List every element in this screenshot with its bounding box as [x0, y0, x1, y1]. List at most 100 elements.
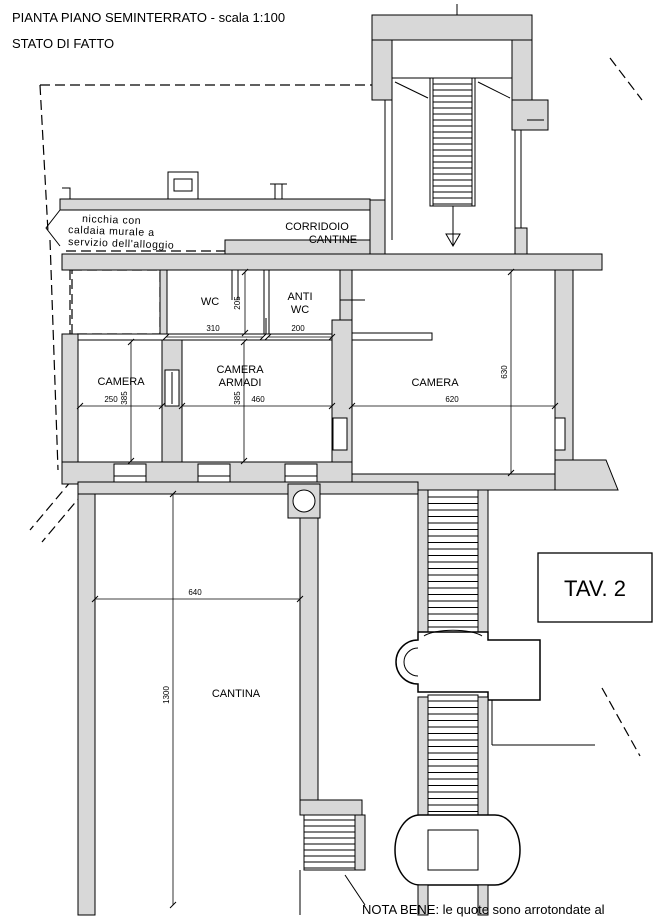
dimension-tick	[158, 402, 166, 410]
stair-1-east-wall	[477, 489, 489, 633]
stair-1-steps	[428, 496, 478, 628]
tower-slant-right	[477, 81, 511, 99]
tower-north-wall	[371, 14, 533, 41]
anti-wc-east-wall	[339, 269, 353, 321]
service-stair-east-wall	[354, 814, 366, 871]
dim-camera-right-depth-label: 630	[500, 365, 509, 379]
dashed-room	[71, 269, 161, 335]
chimney-flue	[292, 489, 316, 513]
dimension-tick	[551, 402, 559, 410]
dimension-tick	[296, 595, 304, 603]
dim-cantina-length-label: 1300	[162, 686, 171, 704]
window-2	[197, 463, 231, 483]
dimension-tick	[178, 402, 186, 410]
dimension-tick	[169, 490, 177, 498]
dimension-tick	[169, 901, 177, 909]
dimensions: 205 310 200 250 385 385 460 620 630 640 …	[76, 268, 559, 909]
west-dashed-boundary-lower	[49, 239, 59, 471]
sheet-tag: TAV. 2	[537, 552, 653, 623]
dimension-tick	[259, 333, 267, 341]
northeast-dashed-line	[609, 57, 643, 101]
window-1	[113, 463, 147, 483]
dim-camera-armadi-width-label: 460	[251, 395, 265, 404]
dim-camera-left-width-label: 250	[104, 395, 118, 404]
stair-2-steps	[428, 700, 478, 812]
tower-east-buttress	[511, 99, 549, 131]
corridor-west-end	[45, 209, 61, 247]
dimension-tick	[328, 333, 336, 341]
dimension-tick	[162, 333, 170, 341]
sheet-tag-box	[537, 552, 653, 623]
dimension-tick	[328, 402, 336, 410]
round-room-1-top-arc	[423, 629, 483, 637]
dim-wc-height-label: 205	[233, 296, 242, 310]
north-wall	[61, 253, 603, 271]
boiler-icon	[173, 178, 193, 192]
cantina-label: CANTINA	[212, 688, 261, 700]
room-labels: nicchia con caldaia murale a servizio de…	[68, 213, 459, 700]
anti-wc-label-line-1: ANTI	[287, 291, 312, 303]
tower-base-wall-west	[369, 199, 386, 255]
dimension-tick	[76, 402, 84, 410]
southwest-dashed-line-2	[41, 491, 85, 543]
lower-stairs	[394, 489, 595, 916]
corridor-label-line-2: CANTINE	[309, 234, 357, 246]
wc-west-wall	[159, 269, 168, 335]
dim-cantina-width-label: 640	[188, 588, 202, 597]
dimension-tick	[240, 338, 248, 346]
stair-tower	[369, 4, 549, 255]
anti-wc-label-line-2: WC	[291, 304, 309, 316]
dimension-tick	[127, 338, 135, 346]
stair-1-west-wall	[417, 489, 429, 633]
corridor	[45, 171, 371, 255]
wc-label: WC	[201, 296, 219, 308]
service-stair-steps	[304, 819, 355, 869]
tower-west-wall	[371, 39, 393, 101]
lower-east-wall	[477, 884, 489, 916]
service-stair-diagonal	[344, 874, 366, 906]
cantina-east-wall	[299, 517, 319, 801]
east-dashed-line	[601, 687, 641, 757]
dimension-tick	[127, 457, 135, 465]
stair-2-east-wall	[477, 696, 489, 816]
dim-anti-wc-width-label: 200	[291, 324, 305, 333]
stair-2	[427, 694, 479, 816]
passage-line	[351, 332, 433, 341]
building-walls	[61, 253, 619, 491]
camera-right-label: CAMERA	[411, 377, 459, 389]
west-dashed-boundary-upper	[39, 84, 49, 233]
cantina-west-wall	[77, 493, 96, 916]
dimension-tick	[264, 333, 272, 341]
dim-camera-left-depth-label: 385	[120, 391, 129, 405]
down-arrow-icon	[445, 233, 461, 247]
bump-east	[554, 417, 566, 451]
rounding-note: NOTA BENE: le quote sono arrotondate al	[362, 902, 605, 917]
round-room-1	[395, 631, 541, 701]
armadi-east-wall	[331, 319, 353, 476]
tower-stair-steps	[433, 83, 472, 205]
tower-slant-left	[394, 81, 429, 99]
plan-subtitle: STATO DI FATTO	[12, 36, 114, 51]
plan-title: PIANTA PIANO SEMINTERRATO - scala 1:100	[12, 10, 285, 25]
dimension-tick	[507, 268, 515, 276]
corridor-stub-1	[62, 187, 71, 199]
stair-2-west-wall	[417, 696, 429, 816]
tower-east-wall	[511, 39, 533, 101]
cantina-north-wall	[77, 481, 419, 495]
cantina-block	[77, 481, 419, 916]
tower-base-wall-east	[514, 227, 528, 255]
service-stair	[303, 814, 356, 871]
niche-label-line-2: caldaia murale a	[68, 224, 155, 239]
corridor-label-line-1: CORRIDOIO	[285, 221, 349, 233]
round-room-2-passage	[427, 829, 479, 871]
camera-armadi-label-line-1: CAMERA	[216, 364, 264, 376]
corridor-north-wall	[59, 198, 371, 211]
camera-left-label: CAMERA	[97, 376, 145, 388]
camera-armadi-label-line-2: ARMADI	[219, 377, 262, 389]
wall-niche	[332, 417, 348, 451]
dim-wc-width-label: 310	[206, 324, 220, 333]
round-room-1-inner-arc	[403, 647, 419, 677]
dimension-tick	[507, 469, 515, 477]
niche-label-line-1: nicchia con	[82, 213, 142, 227]
